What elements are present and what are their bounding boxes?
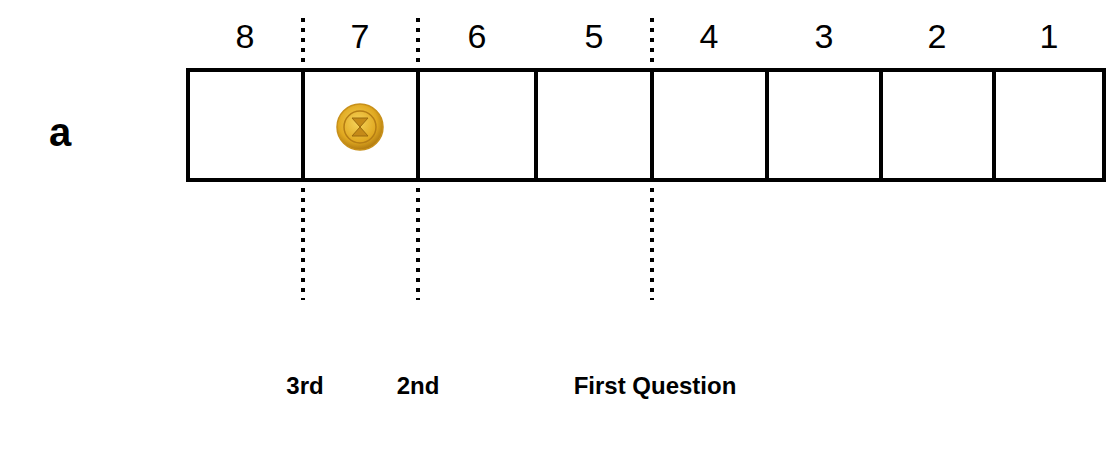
cell-number: 2 bbox=[928, 19, 947, 53]
gold-coin bbox=[337, 104, 383, 150]
cell-number: 7 bbox=[351, 19, 370, 53]
cell-number: 4 bbox=[700, 19, 719, 53]
question-label: 2nd bbox=[397, 374, 440, 398]
question-label: First Question bbox=[574, 374, 737, 398]
cell-number: 5 bbox=[585, 19, 604, 53]
divider-lines bbox=[303, 18, 652, 300]
panel-letter: a bbox=[49, 112, 71, 152]
cell-number: 8 bbox=[236, 19, 255, 53]
cell-row bbox=[188, 70, 1104, 180]
cell-number: 3 bbox=[815, 19, 834, 53]
question-label: 3rd bbox=[286, 374, 323, 398]
cell-number: 1 bbox=[1040, 19, 1059, 53]
cell-number: 6 bbox=[468, 19, 487, 53]
